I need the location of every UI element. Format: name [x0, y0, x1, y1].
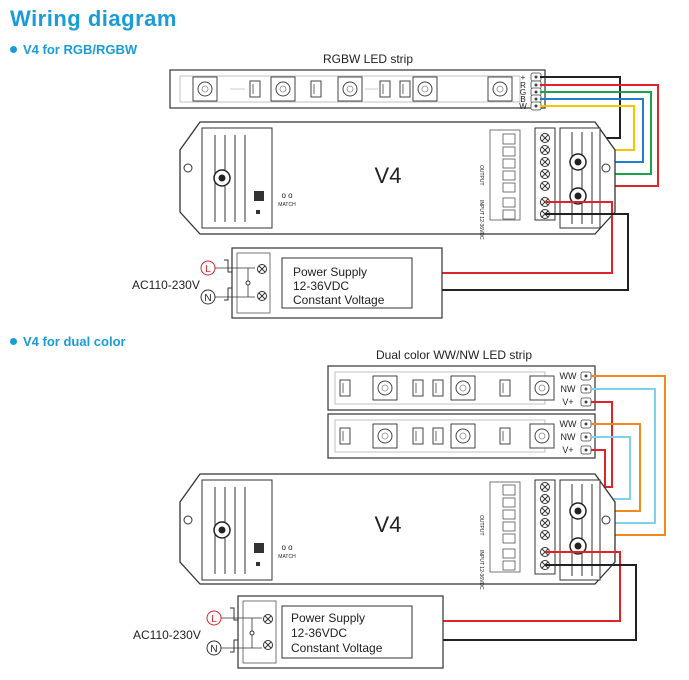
svg-text:WW: WW	[560, 371, 577, 381]
svg-text:L: L	[205, 264, 211, 275]
svg-text:R: R	[520, 81, 526, 90]
ac-label-rgb: AC110-230V	[132, 278, 200, 292]
ac-input-rgb: L N AC110-230V	[132, 260, 255, 305]
section-heading-dual-text: V4 for dual color	[23, 334, 126, 349]
svg-text:Power Supply: Power Supply	[291, 611, 365, 625]
input-label: INPUT 12-36VDC	[478, 550, 484, 590]
page-title: Wiring diagram	[10, 6, 177, 31]
svg-text:N: N	[204, 293, 211, 304]
rgbw-led-strip	[169, 69, 546, 109]
section-heading-rgb: V4 for RGB/RGBW	[10, 42, 137, 57]
section-heading-dual: V4 for dual color	[10, 334, 126, 349]
section-heading-rgb-text: V4 for RGB/RGBW	[23, 42, 138, 57]
controller-name: V4	[375, 163, 402, 188]
power-supply-rgb: Power Supply 12-36VDC Constant Voltage	[224, 247, 443, 319]
svg-text:W: W	[519, 102, 527, 111]
strip-label-dual: Dual color WW/NW LED strip	[376, 348, 532, 362]
svg-text:WW: WW	[560, 419, 577, 429]
input-label: INPUT 12-36VDC	[478, 200, 484, 240]
svg-text:Power Supply: Power Supply	[293, 265, 367, 279]
svg-text:Constant Voltage: Constant Voltage	[291, 641, 383, 655]
v4-controller-dual: o o MATCH V4 OUTPUT INPUT 12-36VDC	[179, 473, 616, 590]
strip-label-rgbw: RGBW LED strip	[323, 52, 413, 66]
svg-text:NW: NW	[561, 432, 576, 442]
svg-text:G: G	[520, 88, 526, 97]
svg-text:V+: V+	[562, 397, 573, 407]
ac-input-dual: L N AC110-230V	[133, 610, 262, 656]
ac-label-dual: AC110-230V	[133, 628, 201, 642]
output-label: OUTPUT	[478, 515, 484, 536]
svg-text:12-36VDC: 12-36VDC	[291, 626, 347, 640]
svg-text:+: +	[521, 73, 526, 82]
dual-led-strip-1: WW NW V+	[327, 365, 596, 411]
svg-text:NW: NW	[561, 384, 576, 394]
svg-text:N: N	[210, 644, 217, 655]
dual-led-strip-2: WW NW V+	[327, 413, 596, 459]
bullet-icon	[10, 338, 17, 345]
svg-text:Constant Voltage: Constant Voltage	[293, 293, 385, 307]
v4-controller-rgb: o o MATCH V4 OUTPUT INPUT 12-36VDC	[179, 121, 616, 240]
svg-text:V+: V+	[562, 445, 573, 455]
svg-text:o o: o o	[281, 543, 293, 552]
match-label: MATCH	[278, 554, 296, 560]
svg-text:o o: o o	[281, 191, 293, 200]
svg-text:12-36VDC: 12-36VDC	[293, 279, 349, 293]
svg-text:L: L	[211, 614, 217, 625]
match-label: MATCH	[278, 202, 296, 208]
strip-terminals-rgbw: + R G B W	[519, 72, 542, 111]
output-label: OUTPUT	[478, 165, 484, 186]
svg-text:B: B	[520, 95, 525, 104]
power-supply-dual: Power Supply 12-36VDC Constant Voltage	[230, 595, 444, 669]
controller-name: V4	[375, 512, 402, 537]
bullet-icon	[10, 46, 17, 53]
